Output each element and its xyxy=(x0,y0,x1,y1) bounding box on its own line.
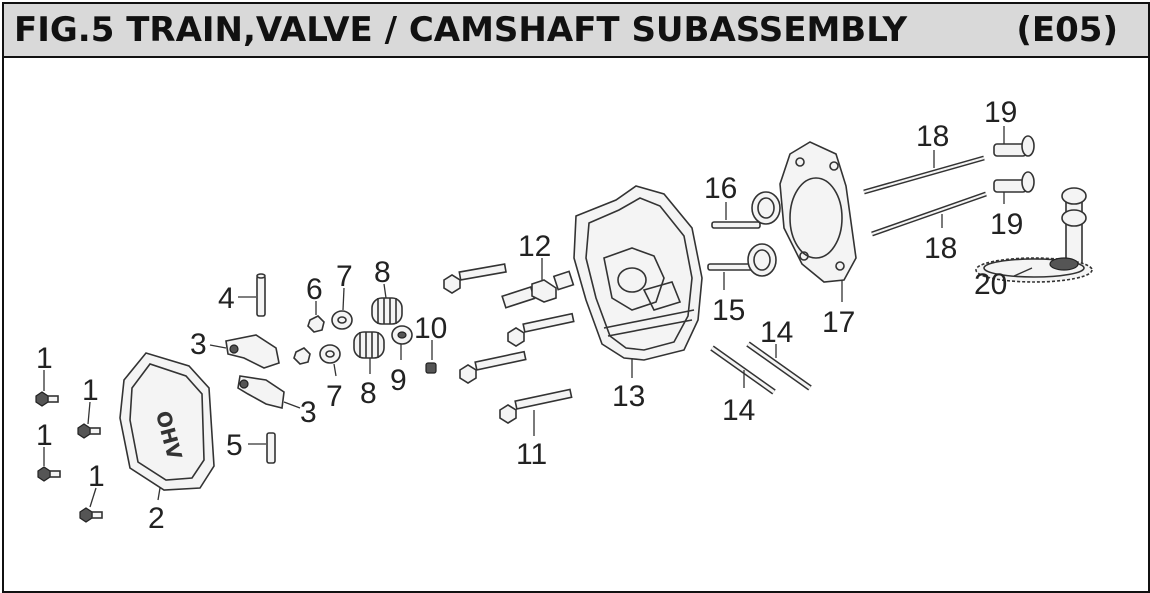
valve-seal-part-9 xyxy=(391,325,413,360)
diagram-code: (E05) xyxy=(1016,10,1118,50)
callout-8: 8 xyxy=(374,256,391,289)
callout-15: 15 xyxy=(712,294,745,327)
callout-12: 12 xyxy=(518,230,551,263)
head-gasket-part-17 xyxy=(779,141,857,302)
callout-7: 7 xyxy=(336,260,353,293)
callout-11: 11 xyxy=(516,438,547,471)
bolt-part-10 xyxy=(425,340,437,374)
valve-part-15 xyxy=(707,243,777,290)
pin-part-4 xyxy=(238,273,266,317)
callout-20: 20 xyxy=(974,268,1007,301)
callout-16: 16 xyxy=(704,172,737,205)
callout-1: 1 xyxy=(36,419,53,452)
exploded-parts-diagram: OHV xyxy=(35,96,1093,535)
valve-cover-part-2: OHV xyxy=(119,352,215,501)
pin-part-5 xyxy=(248,432,276,464)
callout-14: 14 xyxy=(760,316,793,349)
callout-1: 1 xyxy=(36,342,53,375)
callout-19: 19 xyxy=(990,208,1023,241)
stud-part-14 xyxy=(710,341,812,395)
callout-18: 18 xyxy=(924,232,957,265)
head-bolt-part-11 xyxy=(443,263,575,436)
callout-10: 10 xyxy=(414,312,447,345)
pushrod-part-18 xyxy=(863,150,987,237)
callout-19: 19 xyxy=(984,96,1017,129)
retainer-part-7 xyxy=(319,287,353,377)
callout-13: 13 xyxy=(612,380,645,413)
callout-labels: 1 1 1 1 2 3 3 4 5 6 7 7 8 8 9 10 11 12 1… xyxy=(36,96,1023,535)
cylinder-head-part-13 xyxy=(573,185,703,378)
callout-7: 7 xyxy=(326,380,343,413)
callout-17: 17 xyxy=(822,306,855,339)
callout-3: 3 xyxy=(190,328,207,361)
diagram-header: FIG.5 TRAIN,VALVE / CAMSHAFT SUBASSEMBLY… xyxy=(4,4,1148,58)
diagram-title: FIG.5 TRAIN,VALVE / CAMSHAFT SUBASSEMBLY xyxy=(14,10,908,50)
callout-5: 5 xyxy=(226,429,243,462)
callout-1: 1 xyxy=(88,460,105,493)
keeper-part-6 xyxy=(293,301,325,365)
camshaft-part-20 xyxy=(975,187,1093,283)
callout-3: 3 xyxy=(300,396,317,429)
callout-6: 6 xyxy=(306,273,323,306)
callout-1: 1 xyxy=(82,374,99,407)
callout-4: 4 xyxy=(218,282,235,315)
valve-part-16 xyxy=(711,191,781,229)
callout-8: 8 xyxy=(360,377,377,410)
callout-9: 9 xyxy=(390,364,407,397)
valve-spring-part-8 xyxy=(353,283,403,374)
callout-14: 14 xyxy=(722,394,755,427)
tappet-part-19 xyxy=(993,126,1035,204)
callout-18: 18 xyxy=(916,120,949,153)
rocker-arm-part-3 xyxy=(209,334,301,409)
bolt-part-1 xyxy=(35,370,103,523)
callout-2: 2 xyxy=(148,502,165,535)
spark-plug-part-12 xyxy=(501,258,575,309)
